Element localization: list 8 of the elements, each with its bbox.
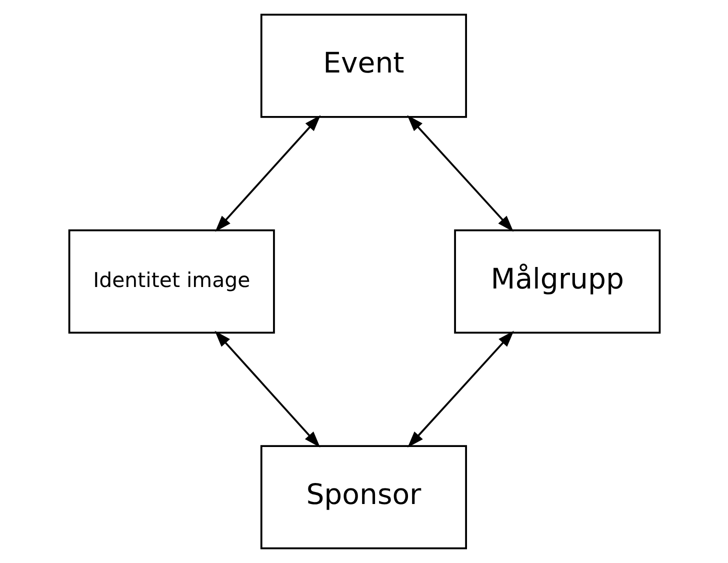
arrow xyxy=(214,115,320,232)
arrow xyxy=(407,330,514,448)
node-box: Identitet image xyxy=(68,229,274,334)
arrow xyxy=(214,330,320,448)
arrow xyxy=(406,115,513,232)
node-box: Event xyxy=(260,14,466,118)
node-box: Sponsor xyxy=(260,445,466,550)
node-box: Målgrupp xyxy=(454,229,660,334)
